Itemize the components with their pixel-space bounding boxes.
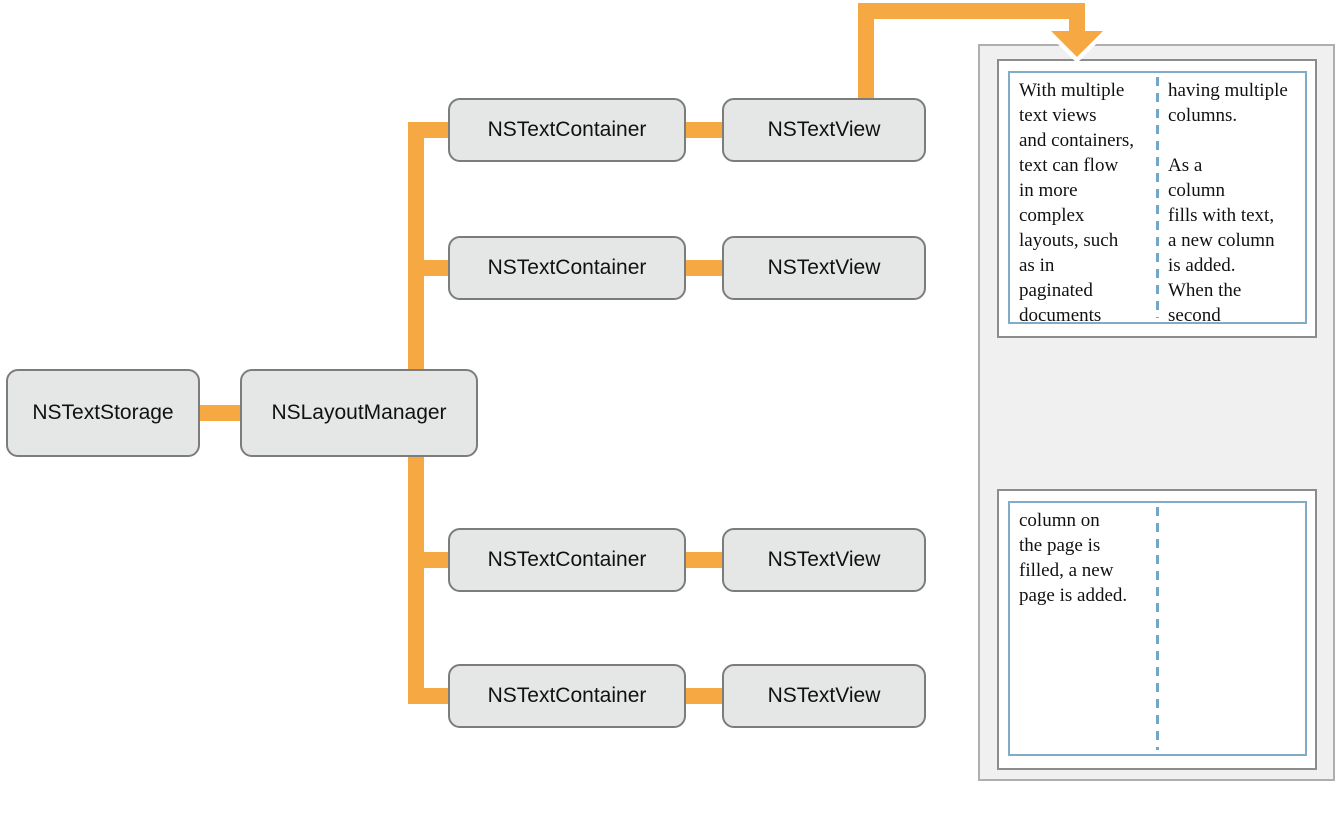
node-nstextview-2: NSTextView [722,236,926,300]
node-label: NSTextView [767,118,881,141]
node-nstextview-1: NSTextView [722,98,926,162]
node-label: NSTextStorage [32,401,174,424]
node-nstextstorage: NSTextStorage [6,369,200,457]
node-nstextcontainer-4: NSTextContainer [448,664,686,728]
node-nstextview-3: NSTextView [722,528,926,592]
node-label: NSTextView [767,256,881,279]
page-1-column-divider [1156,77,1159,318]
page-2-column-divider [1156,507,1159,750]
node-nstextcontainer-1: NSTextContainer [448,98,686,162]
node-label: NSTextContainer [487,118,647,141]
node-label: NSTextContainer [487,684,647,707]
node-label: NSTextContainer [487,256,647,279]
node-nstextcontainer-3: NSTextContainer [448,528,686,592]
node-label: NSTextView [767,548,881,571]
node-label: NSLayoutManager [271,401,447,424]
node-nslayoutmanager: NSLayoutManager [240,369,478,457]
node-nstextview-4: NSTextView [722,664,926,728]
node-label: NSTextContainer [487,548,647,571]
node-nstextcontainer-2: NSTextContainer [448,236,686,300]
connector-view1-page1-top [853,0,1108,102]
connector-manager-containers-top [408,122,452,370]
node-label: NSTextView [767,684,881,707]
connector-manager-containers-bottom [408,456,452,704]
